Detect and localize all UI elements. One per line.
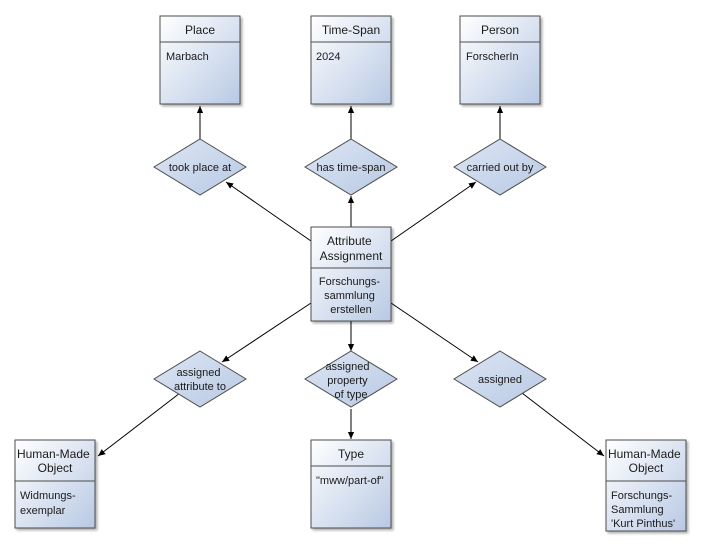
node-person[interactable]: Person ForscherIn	[459, 15, 541, 105]
relation-has-time-span-label: has time-span	[316, 162, 385, 174]
edge-aa-to-assigned	[390, 302, 479, 363]
node-place-body: Marbach	[166, 51, 209, 63]
relation-assigned-property-of-type-label: assigned property of type	[325, 361, 372, 401]
edge-aa-to-assigned-attribute-to	[221, 302, 312, 363]
node-hmo-left-body: Widmungs- exemplar	[20, 490, 79, 517]
edge-aa-to-carried-out-by	[390, 181, 477, 242]
edge-assigned-to-hmo-right	[521, 392, 605, 457]
node-attribute-assignment-body: Forschungs- sammlung erstellen	[319, 276, 383, 316]
node-hmo-right-body: Forschungs- Sammlung 'Kurt Pinthus'	[611, 490, 675, 530]
node-timespan[interactable]: Time-Span 2024	[310, 15, 392, 105]
relation-took-place-at-label: took place at	[169, 162, 231, 174]
relation-assigned[interactable]: assigned	[453, 350, 547, 408]
edges	[97, 106, 605, 457]
relation-assigned-label: assigned	[478, 374, 522, 386]
edge-aa-to-took-place-at	[225, 181, 312, 242]
node-type[interactable]: Type "mww/part-of"	[310, 439, 392, 529]
node-timespan-body: 2024	[316, 51, 340, 63]
relation-assigned-property-of-type[interactable]: assigned property of type	[304, 350, 398, 408]
node-timespan-title: Time-Span	[322, 23, 380, 37]
relation-took-place-at[interactable]: took place at	[153, 138, 247, 196]
node-hmo-right-title: Human-Made Object	[608, 447, 684, 475]
edge-assigned-attribute-to-hmo-left	[97, 392, 181, 457]
relation-assigned-attribute-to-label: assigned attribute to	[174, 367, 226, 393]
node-human-made-object-right[interactable]: Human-Made Object Forschungs- Sammlung '…	[605, 439, 687, 532]
relation-carried-out-by-label: carried out by	[467, 162, 534, 174]
node-human-made-object-left[interactable]: Human-Made Object Widmungs- exemplar	[14, 439, 96, 529]
node-hmo-left-title: Human-Made Object	[17, 447, 93, 475]
node-attribute-assignment[interactable]: Attribute Assignment Forschungs- sammlun…	[310, 226, 392, 322]
relation-carried-out-by[interactable]: carried out by	[453, 138, 547, 196]
node-attribute-assignment-title: Attribute Assignment	[320, 234, 383, 263]
node-person-body: ForscherIn	[466, 51, 519, 63]
node-person-title: Person	[481, 23, 519, 37]
node-type-body: "mww/part-of"	[316, 475, 384, 487]
relation-has-time-span[interactable]: has time-span	[304, 138, 398, 196]
node-type-title: Type	[338, 447, 364, 461]
node-place-title: Place	[185, 23, 215, 37]
node-place[interactable]: Place Marbach	[159, 15, 241, 105]
relation-assigned-attribute-to[interactable]: assigned attribute to	[153, 350, 247, 408]
